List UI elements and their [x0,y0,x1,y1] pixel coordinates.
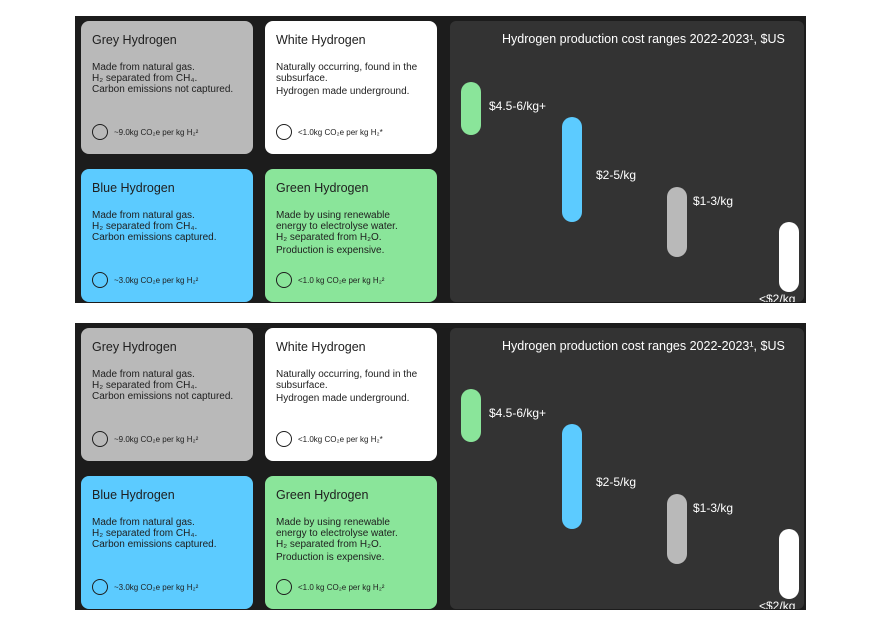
circle-icon [276,579,292,595]
white-hydrogen-card: White Hydrogen Naturally occurring, foun… [265,21,437,154]
cost-range-bar-white [779,529,799,599]
green-hydrogen-card: Green Hydrogen Made by using renewable e… [265,476,437,609]
card-description: Made by using renewable energy to electr… [276,517,398,563]
emissions-row: <1.0kg CO₂e per kg H₂* [276,124,383,140]
circle-icon [276,124,292,140]
card-title: Green Hydrogen [276,181,369,195]
card-description: Made from natural gas. H₂ separated from… [92,210,217,243]
cost-range-label: $1-3/kg [693,501,734,516]
emissions-value: <1.0 kg CO₂e per kg H₂² [298,275,385,285]
cost-range-label: <$2/kg [759,599,796,609]
cost-range-label: <$2/kg [759,292,796,302]
circle-icon [92,124,108,140]
emissions-value: <1.0 kg CO₂e per kg H₂² [298,582,385,592]
hydrogen-infographic-panel-duplicate: Grey Hydrogen Made from natural gas. H₂ … [75,323,806,610]
cost-range-label: $4.5-6/kg+ [489,406,547,421]
emissions-row: ~3.0kg CO₂e per kg H₂² [92,272,198,288]
cost-range-bar-green [461,82,481,135]
cost-range-label: $1-3/kg [693,194,734,209]
cost-range-bar-green [461,389,481,442]
card-description: Made from natural gas. H₂ separated from… [92,62,234,95]
card-description: Made by using renewable energy to electr… [276,210,398,256]
emissions-value: ~3.0kg CO₂e per kg H₂² [114,275,199,285]
circle-icon [276,431,292,447]
emissions-value: <1.0kg CO₂e per kg H₂* [298,127,383,137]
cost-range-chart: Hydrogen production cost ranges 2022-202… [450,21,804,302]
card-title: Blue Hydrogen [92,488,175,502]
card-title: Blue Hydrogen [92,181,175,195]
circle-icon [92,431,108,447]
emissions-value: <1.0kg CO₂e per kg H₂* [298,434,383,444]
card-description: Made from natural gas. H₂ separated from… [92,369,234,402]
card-title: Green Hydrogen [276,488,369,502]
emissions-value: ~9.0kg CO₂e per kg H₂² [114,127,199,137]
blue-hydrogen-card: Blue Hydrogen Made from natural gas. H₂ … [81,169,253,302]
cost-range-bar-grey [667,187,687,258]
cost-range-label: $2-5/kg [596,168,637,182]
card-description: Naturally occurring, found in the subsur… [276,369,418,404]
card-description: Naturally occurring, found in the subsur… [276,62,418,97]
emissions-row: <1.0 kg CO₂e per kg H₂² [276,272,384,288]
cost-range-chart: Hydrogen production cost ranges 2022-202… [450,328,804,609]
emissions-value: ~3.0kg CO₂e per kg H₂² [114,582,199,592]
chart-title: Hydrogen production cost ranges 2022-202… [502,339,785,353]
cost-range-bar-blue [562,424,582,530]
emissions-row: <1.0kg CO₂e per kg H₂* [276,431,383,447]
card-description: Made from natural gas. H₂ separated from… [92,517,217,550]
white-hydrogen-card: White Hydrogen Naturally occurring, foun… [265,328,437,461]
grey-hydrogen-card: Grey Hydrogen Made from natural gas. H₂ … [81,21,253,154]
cost-range-bar-grey [667,494,687,565]
emissions-row: <1.0 kg CO₂e per kg H₂² [276,579,384,595]
emissions-row: ~9.0kg CO₂e per kg H₂² [92,124,198,140]
circle-icon [276,272,292,288]
circle-icon [92,579,108,595]
cost-range-label: $4.5-6/kg+ [489,99,547,114]
blue-hydrogen-card: Blue Hydrogen Made from natural gas. H₂ … [81,476,253,609]
emissions-value: ~9.0kg CO₂e per kg H₂² [114,434,199,444]
emissions-row: ~3.0kg CO₂e per kg H₂² [92,579,198,595]
hydrogen-infographic-panel: Grey Hydrogen Made from natural gas. H₂ … [75,16,806,303]
chart-title: Hydrogen production cost ranges 2022-202… [502,32,785,46]
card-title: White Hydrogen [276,33,366,47]
circle-icon [92,272,108,288]
card-title: Grey Hydrogen [92,340,177,354]
green-hydrogen-card: Green Hydrogen Made by using renewable e… [265,169,437,302]
emissions-row: ~9.0kg CO₂e per kg H₂² [92,431,198,447]
grey-hydrogen-card: Grey Hydrogen Made from natural gas. H₂ … [81,328,253,461]
cost-range-bar-blue [562,117,582,223]
card-title: Grey Hydrogen [92,33,177,47]
cost-range-label: $2-5/kg [596,475,637,489]
card-title: White Hydrogen [276,340,366,354]
cost-range-bar-white [779,222,799,292]
